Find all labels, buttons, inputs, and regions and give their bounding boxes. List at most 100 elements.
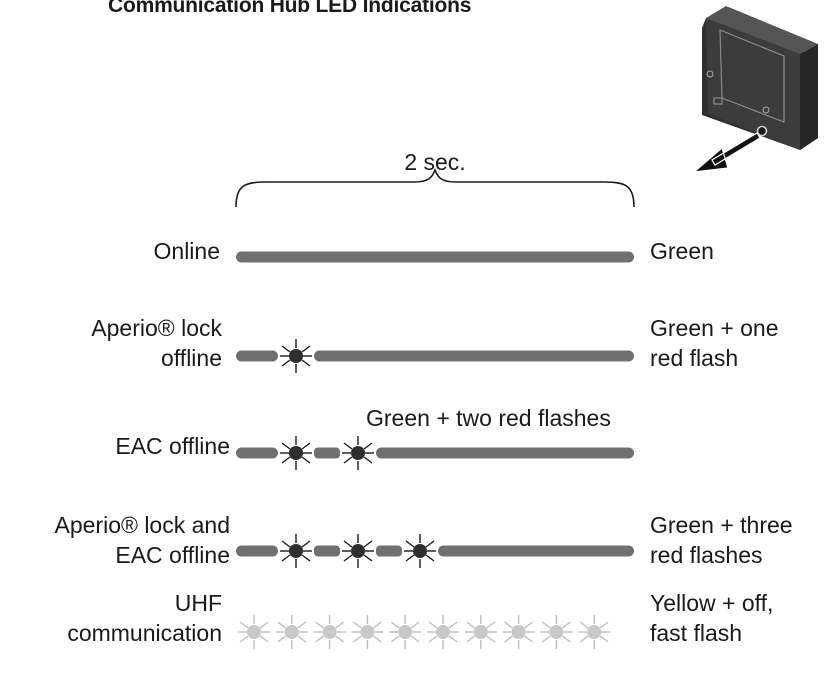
state-label-uhf-communication: UHF communication (67, 588, 222, 648)
flash-ray (281, 442, 291, 450)
flash-ray (524, 621, 534, 629)
state-label-online: Online (154, 236, 220, 266)
flash-ray (281, 359, 291, 367)
indication-label-aperio-lock-and-eac-offline: Green + three red flashes (650, 510, 793, 570)
state-label-line: offline (161, 345, 222, 371)
state-label-eac-offline: EAC offline (115, 431, 230, 461)
flash-ray (390, 635, 400, 643)
uhf-flash-dot (549, 625, 564, 639)
flash-ray (301, 359, 311, 367)
flash-ray (301, 554, 311, 562)
indication-label-line: red flashes (650, 542, 763, 568)
hub-led-icon (756, 125, 768, 137)
flash-ray (466, 635, 476, 643)
flash-ray (352, 621, 362, 629)
led-bar (236, 350, 278, 362)
flash-ray (448, 621, 458, 629)
indication-label-eac-offline: Green + two red flashes (366, 403, 611, 433)
uhf-flash-dot (587, 625, 602, 639)
flash-ray (363, 540, 373, 548)
state-label-aperio-lock-and-eac-offline: Aperio® lock and EAC offline (55, 510, 231, 570)
flash-ray (343, 456, 353, 464)
red-flash-dot (289, 349, 303, 363)
flash-ray (486, 635, 496, 643)
uhf-flash-dot (398, 625, 413, 639)
red-flash-dot (351, 544, 365, 558)
led-row-uhf-communication (238, 615, 611, 649)
flash-ray (259, 635, 269, 643)
flash-ray (239, 621, 249, 629)
indication-label-online: Green (650, 236, 714, 266)
led-row-aperio-lock-offline (236, 339, 634, 373)
flash-ray (301, 540, 311, 548)
led-row-online (236, 251, 634, 263)
led-bar (376, 545, 402, 557)
state-label-line: Aperio® lock (91, 315, 222, 341)
indication-label-line: Green (650, 238, 714, 264)
flash-ray (281, 456, 291, 464)
flash-ray (410, 635, 420, 643)
flash-ray (297, 635, 307, 643)
flash-ray (315, 621, 325, 629)
flash-ray (486, 621, 496, 629)
uhf-flash-dot (284, 625, 299, 639)
indication-label-line: Green + three (650, 512, 793, 538)
flash-ray (504, 635, 514, 643)
flash-ray (524, 635, 534, 643)
led-bar (236, 447, 278, 459)
uhf-flash-dot (473, 625, 488, 639)
flash-ray (281, 554, 291, 562)
flash-ray (599, 635, 609, 643)
flash-ray (410, 621, 420, 629)
flash-ray (343, 554, 353, 562)
flash-ray (504, 621, 514, 629)
flash-ray (343, 442, 353, 450)
indication-label-uhf-communication: Yellow + off, fast flash (650, 588, 773, 648)
indication-label-line: Green + two red flashes (366, 405, 611, 431)
uhf-flash-dot (247, 625, 261, 639)
led-bar (314, 350, 634, 362)
state-label-aperio-lock-offline: Aperio® lock offline (91, 313, 222, 373)
flash-ray (363, 554, 373, 562)
flash-ray (425, 554, 435, 562)
flash-ray (372, 621, 382, 629)
indication-label-line: Yellow + off, (650, 590, 774, 616)
flash-ray (541, 621, 551, 629)
flash-ray (579, 635, 589, 643)
led-row-aperio-lock-and-eac-offline (236, 534, 634, 568)
duration-brace (235, 167, 635, 208)
uhf-flash-dot (511, 625, 526, 639)
led-row-eac-offline (236, 436, 634, 470)
flash-ray (281, 540, 291, 548)
flash-ray (428, 621, 438, 629)
led-bar (236, 545, 278, 557)
flash-ray (335, 621, 345, 629)
diagram-title: Communication Hub LED Indications (108, 0, 472, 17)
flash-ray (259, 621, 269, 629)
state-label-line: UHF (174, 590, 222, 616)
indication-label-line: fast flash (650, 620, 743, 646)
state-label-line: EAC offline (115, 433, 230, 459)
led-bar (314, 545, 340, 557)
red-flash-dot (413, 544, 427, 558)
red-flash-dot (289, 446, 303, 460)
flash-ray (301, 456, 311, 464)
flash-ray (363, 442, 373, 450)
flash-ray (239, 635, 249, 643)
flash-ray (579, 621, 589, 629)
flash-ray (301, 345, 311, 353)
flash-ray (363, 456, 373, 464)
flash-ray (561, 621, 571, 629)
state-label-line: Online (153, 238, 220, 264)
indication-label-aperio-lock-offline: Green + one red flash (650, 313, 779, 373)
flash-ray (297, 621, 307, 629)
state-label-line: EAC offline (115, 542, 230, 568)
led-bar (236, 251, 634, 263)
flash-ray (425, 540, 435, 548)
flash-ray (405, 540, 415, 548)
red-flash-dot (351, 446, 365, 460)
led-bar (376, 447, 634, 459)
flash-ray (352, 635, 362, 643)
uhf-flash-dot (322, 625, 337, 639)
flash-ray (335, 635, 345, 643)
